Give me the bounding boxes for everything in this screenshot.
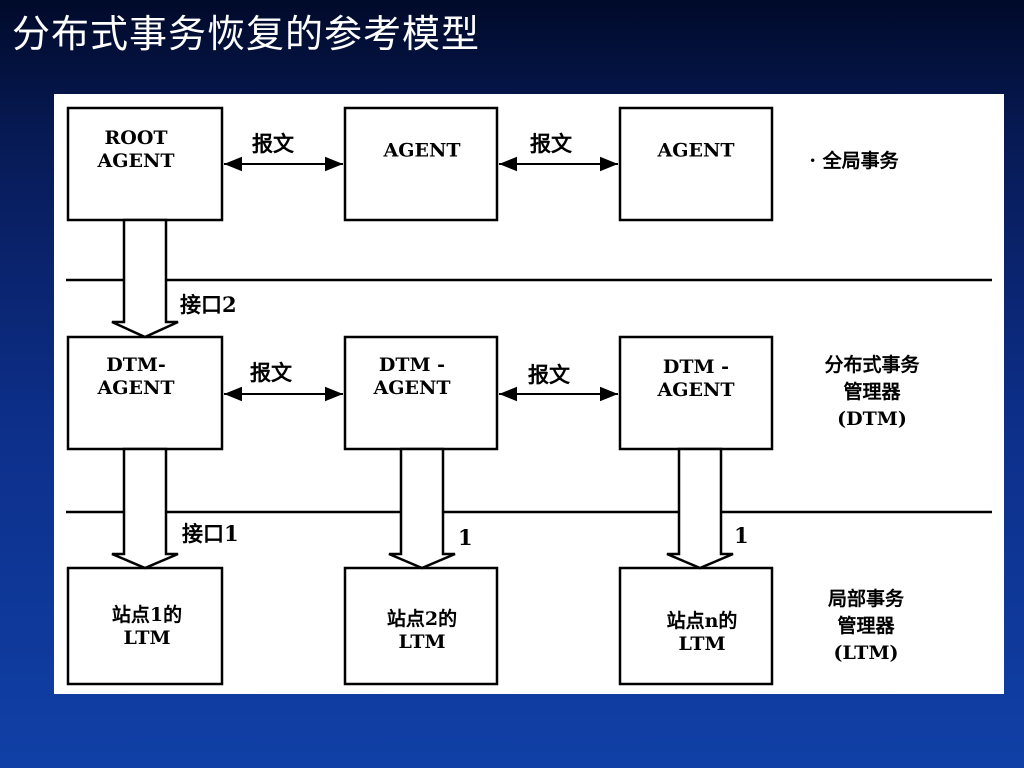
ltm-label-n: 站点n的 LTM: [666, 610, 738, 655]
agent-box-3: [618, 106, 774, 222]
message-label-top-1: 报文: [252, 131, 294, 156]
agent-box-2: [343, 106, 499, 222]
dtm-agent-box-1: [66, 335, 224, 451]
root-agent-label: ROOT AGENT: [97, 127, 175, 172]
reference-model-diagram: ROOT AGENT AGENT AGENT DTM- AGENT DTM - …: [54, 94, 1004, 694]
interface-2-label: 接口2: [180, 292, 237, 317]
dtm-agent-label-2: DTM - AGENT: [373, 354, 451, 399]
ltm-box-2: [343, 566, 499, 686]
diagram-graphics: [66, 106, 992, 686]
layer-label-ltm: 局部事务 管理器 (LTM): [827, 588, 905, 664]
dtm-agent-box-3: [618, 335, 774, 451]
hollow-arrow-dtm2-to-ltm2: [388, 447, 456, 570]
one-label-ltmn: 1: [734, 523, 749, 548]
hollow-arrow-dtm1-to-ltm1: [111, 447, 179, 570]
layer-label-dtm: 分布式事务 管理器 (DTM): [824, 354, 920, 430]
dtm-agent-label-1: DTM- AGENT: [97, 354, 175, 399]
layer-label-global: · 全局事务: [809, 150, 899, 172]
hollow-arrow-root-to-dtm1: [111, 218, 179, 339]
ltm-box-n: [618, 566, 774, 686]
one-label-ltm2: 1: [458, 525, 473, 550]
hollow-arrow-dtm3-to-ltmn: [666, 447, 734, 570]
dtm-agent-box-2: [343, 335, 499, 451]
ltm-box-1: [66, 566, 224, 686]
ltm-label-1: 站点1的 LTM: [111, 604, 183, 649]
slide-title: 分布式事务恢复的参考模型: [12, 12, 481, 56]
ltm-label-2: 站点2的 LTM: [386, 608, 458, 653]
root-agent-box: [66, 106, 224, 222]
message-label-top-2: 报文: [530, 131, 572, 156]
agent-label-3: AGENT: [657, 139, 735, 162]
dtm-agent-label-3: DTM - AGENT: [657, 356, 735, 401]
agent-label-2: AGENT: [383, 139, 461, 162]
message-label-mid-1: 报文: [250, 360, 292, 385]
interface-1-label: 接口1: [182, 521, 239, 546]
message-label-mid-2: 报文: [528, 362, 570, 387]
